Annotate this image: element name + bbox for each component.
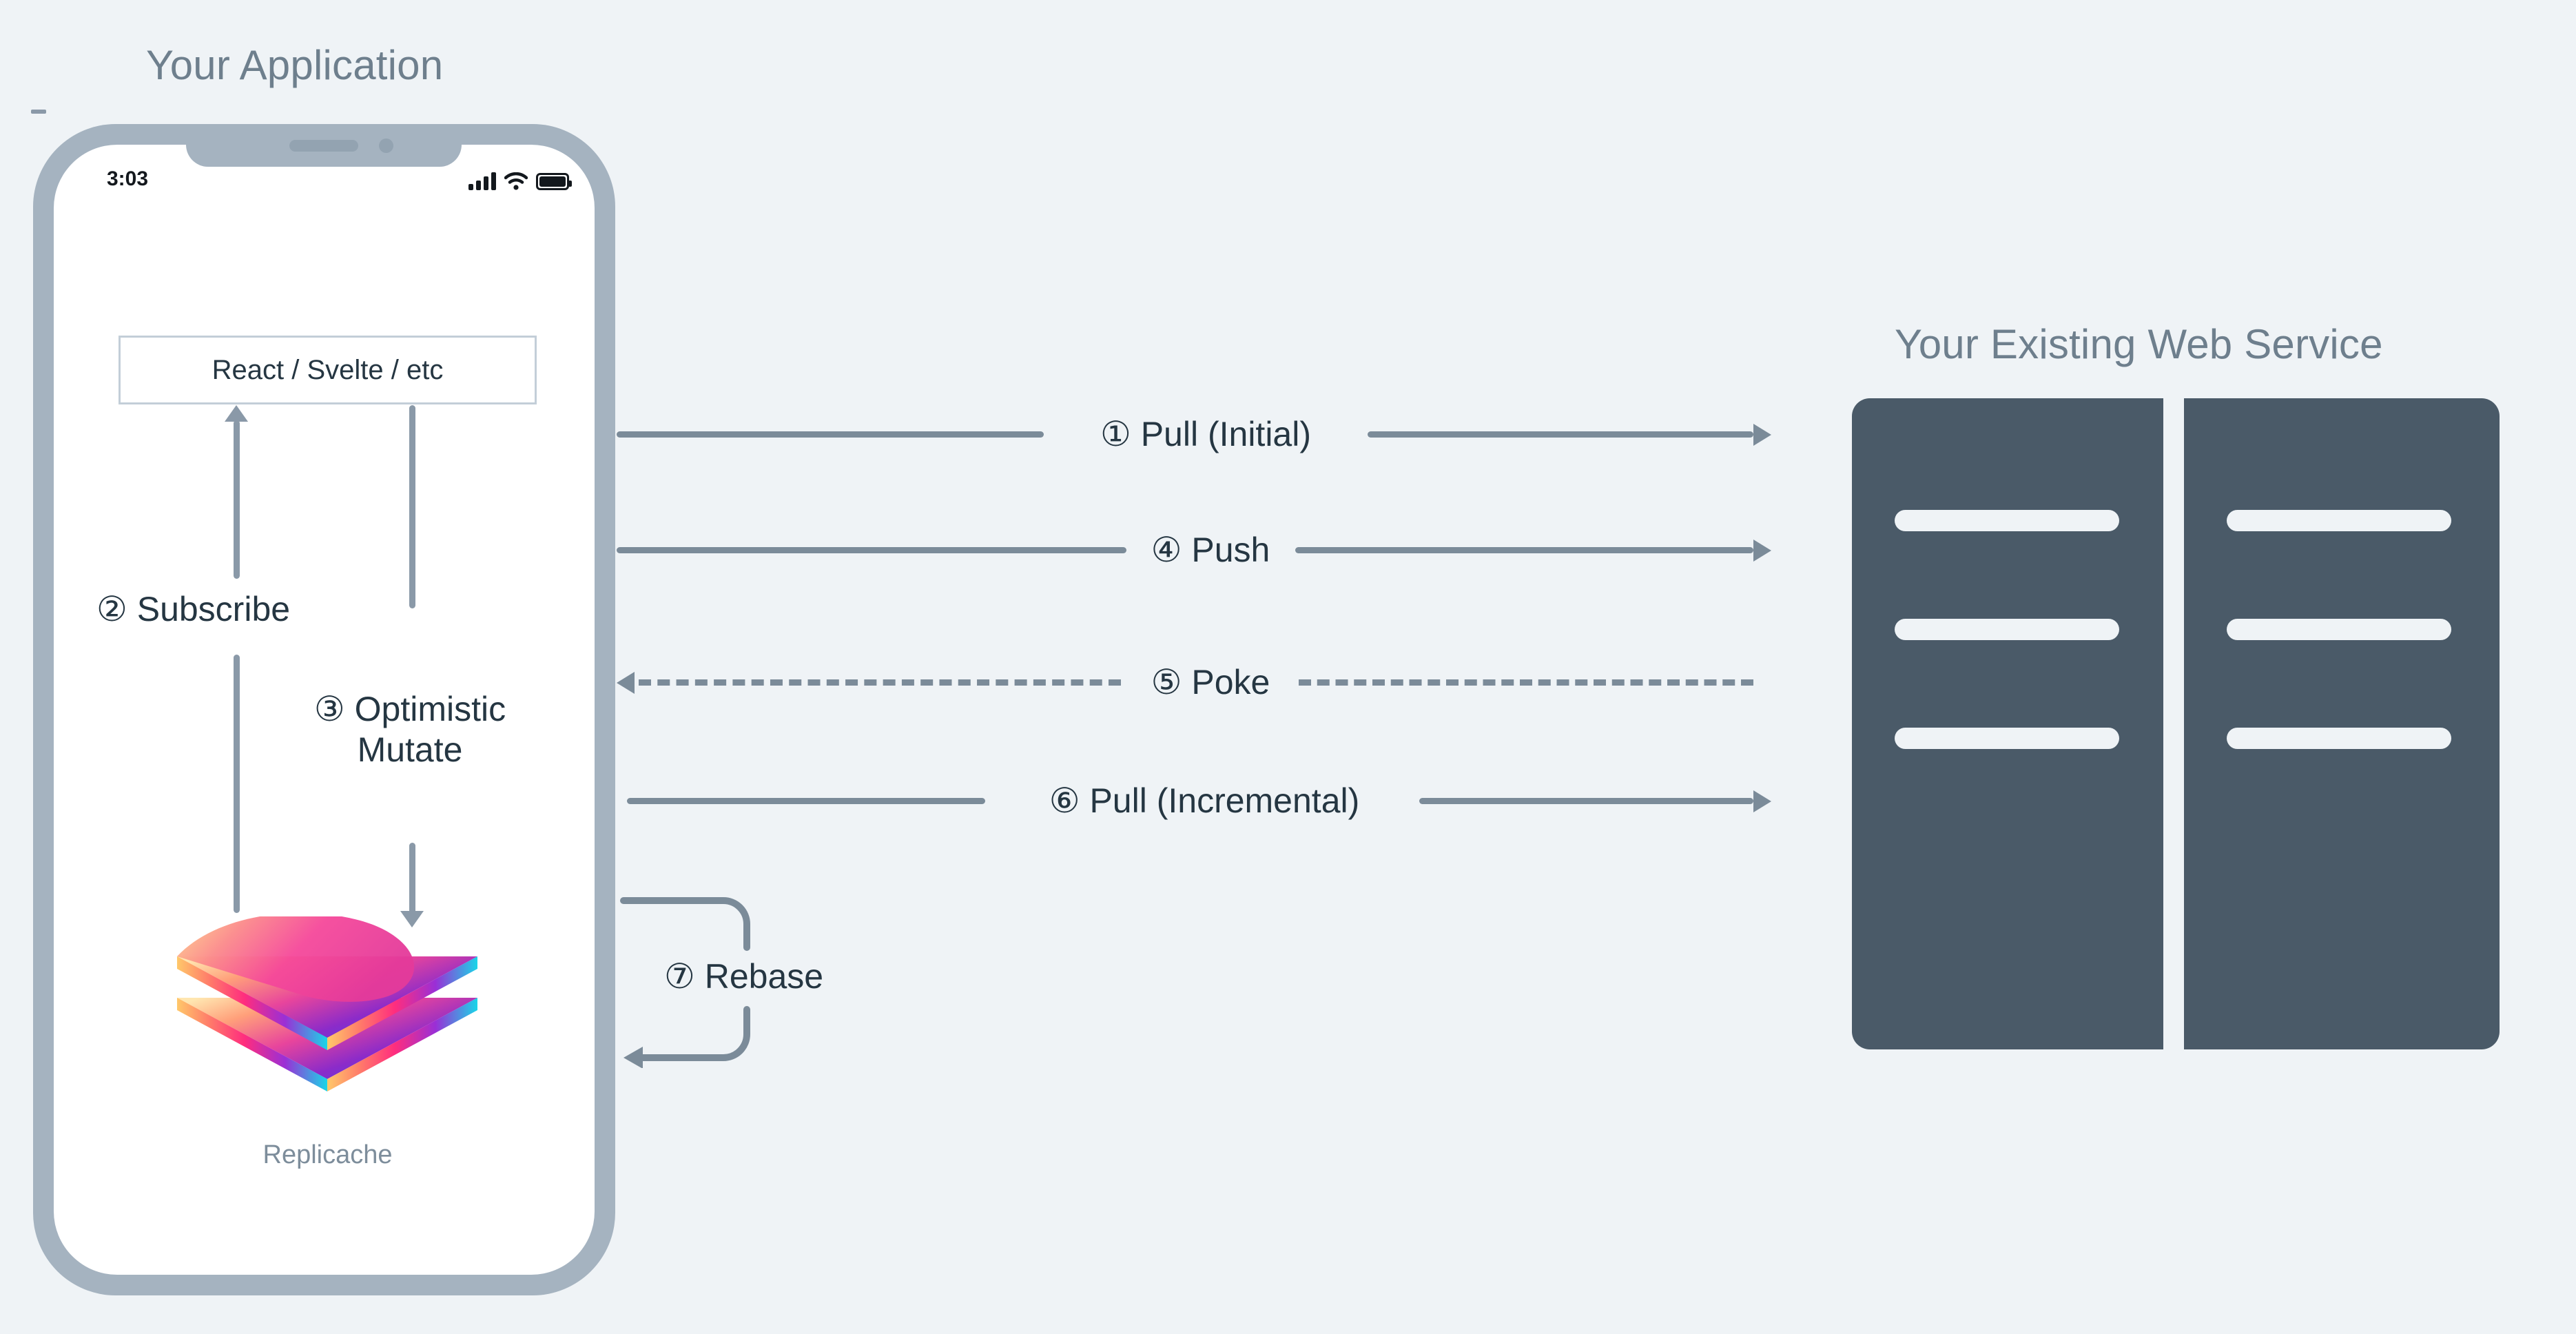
server-rack-left: [1852, 398, 2163, 1049]
mutate-step-label-line2: Mutate: [357, 730, 463, 769]
cellular-signal-icon: [468, 172, 496, 190]
flow-arrow-pull-initial: ① Pull (Initial): [617, 414, 1802, 454]
flow-arrowhead-icon: [1753, 540, 1771, 562]
mutate-arrow-lower-segment: [409, 843, 415, 915]
web-service-title: Your Existing Web Service: [1895, 321, 2383, 367]
flow-arrow-poke: ⑤ Poke: [617, 662, 1802, 702]
replicache-logo-caption: Replicache: [262, 1140, 393, 1169]
flow-arrow-push: ④ Push: [617, 530, 1802, 570]
flow-line-left: [617, 431, 1044, 438]
mutate-step-label: ③ Optimistic Mutate: [265, 689, 555, 770]
flow-arrow-rebase: [620, 892, 799, 1068]
subscribe-arrow-lower-segment: [234, 655, 240, 913]
framework-box: React / Svelte / etc: [119, 336, 537, 404]
mutate-arrowhead-icon: [400, 911, 424, 927]
flow-line-right: [1368, 431, 1753, 438]
flow-label-push: ④ Push: [1144, 530, 1277, 570]
server-rack-right: [2184, 398, 2500, 1049]
flow-arrow-pull-incremental: ⑥ Pull (Incremental): [627, 781, 1802, 821]
front-camera-icon: [379, 138, 393, 153]
server-rack-bar: [2227, 619, 2451, 640]
flow-line-right: [1419, 798, 1753, 804]
web-service-servers: [1852, 398, 2500, 1049]
mutate-arrow-upper-segment: [409, 405, 415, 608]
subscribe-arrowhead-icon: [225, 405, 248, 422]
flow-line-left: [627, 798, 985, 804]
framework-box-label: React / Svelte / etc: [212, 354, 444, 385]
corner-dash-marker: [31, 110, 46, 114]
server-rack-bar: [2227, 510, 2451, 531]
flow-line-left: [639, 679, 1121, 686]
server-rack-bar: [2227, 728, 2451, 749]
rebase-arrowhead-icon: [624, 1047, 643, 1068]
rebase-loop-lower-path: [637, 1006, 750, 1061]
server-rack-bar: [1895, 728, 2119, 749]
server-rack-bar: [1895, 619, 2119, 640]
status-bar-time: 3:03: [107, 167, 149, 190]
subscribe-arrow-upper-segment: [234, 420, 240, 579]
flow-line-left: [617, 547, 1126, 553]
mutate-step-label-line1: ③ Optimistic: [313, 690, 506, 728]
flow-line-right: [1299, 679, 1753, 686]
subscribe-step-label: ② Subscribe: [96, 590, 291, 628]
battery-icon: [536, 173, 572, 190]
wifi-icon: [504, 172, 528, 190]
flow-arrowhead-icon: [1753, 790, 1771, 812]
server-rack-bar: [1895, 510, 2119, 531]
replicache-logo-icon: [176, 912, 479, 1096]
flow-arrowhead-icon: [1753, 424, 1771, 446]
flow-line-right: [1295, 547, 1753, 553]
flow-label-pull-initial: ① Pull (Initial): [1093, 414, 1319, 454]
flow-label-pull-incremental: ⑥ Pull (Incremental): [1042, 781, 1367, 821]
application-title: Your Application: [146, 42, 444, 88]
rebase-loop-upper-path: [620, 897, 750, 951]
flow-arrowhead-icon: [617, 672, 635, 694]
flow-label-rebase: ⑦ Rebase: [660, 956, 828, 996]
flow-label-poke: ⑤ Poke: [1144, 662, 1277, 702]
status-bar-icons: [468, 168, 572, 190]
speaker-icon: [289, 140, 358, 152]
